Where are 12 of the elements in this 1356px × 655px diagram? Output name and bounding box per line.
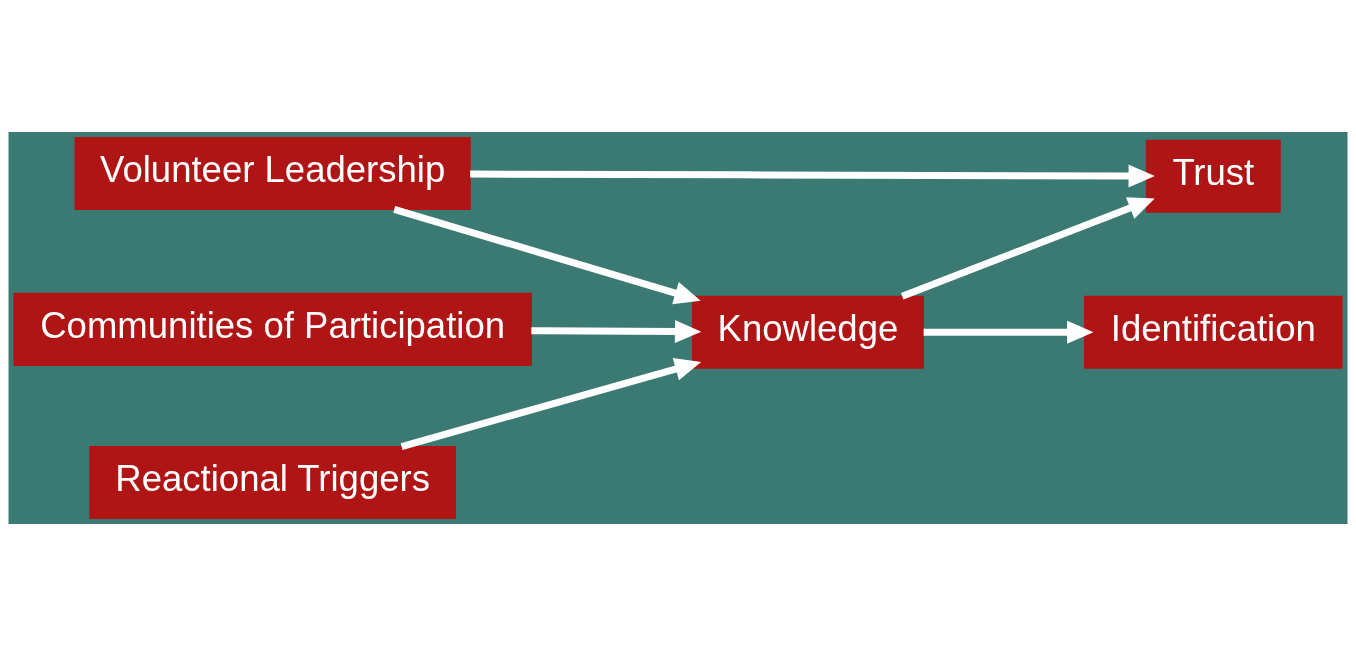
arrow <box>923 320 1094 344</box>
node-box: Trust <box>1145 139 1281 213</box>
arrow <box>470 164 1155 188</box>
node-box: Volunteer Leadership <box>74 136 471 210</box>
arrow <box>531 319 702 343</box>
node-box: Reactional Triggers <box>89 445 456 519</box>
arrow <box>400 357 702 450</box>
arrow <box>393 205 701 304</box>
node-box: Communities of Participation <box>13 292 532 366</box>
node-box: Identification <box>1084 295 1343 369</box>
node-box: Knowledge <box>692 295 924 369</box>
arrow <box>900 196 1155 299</box>
